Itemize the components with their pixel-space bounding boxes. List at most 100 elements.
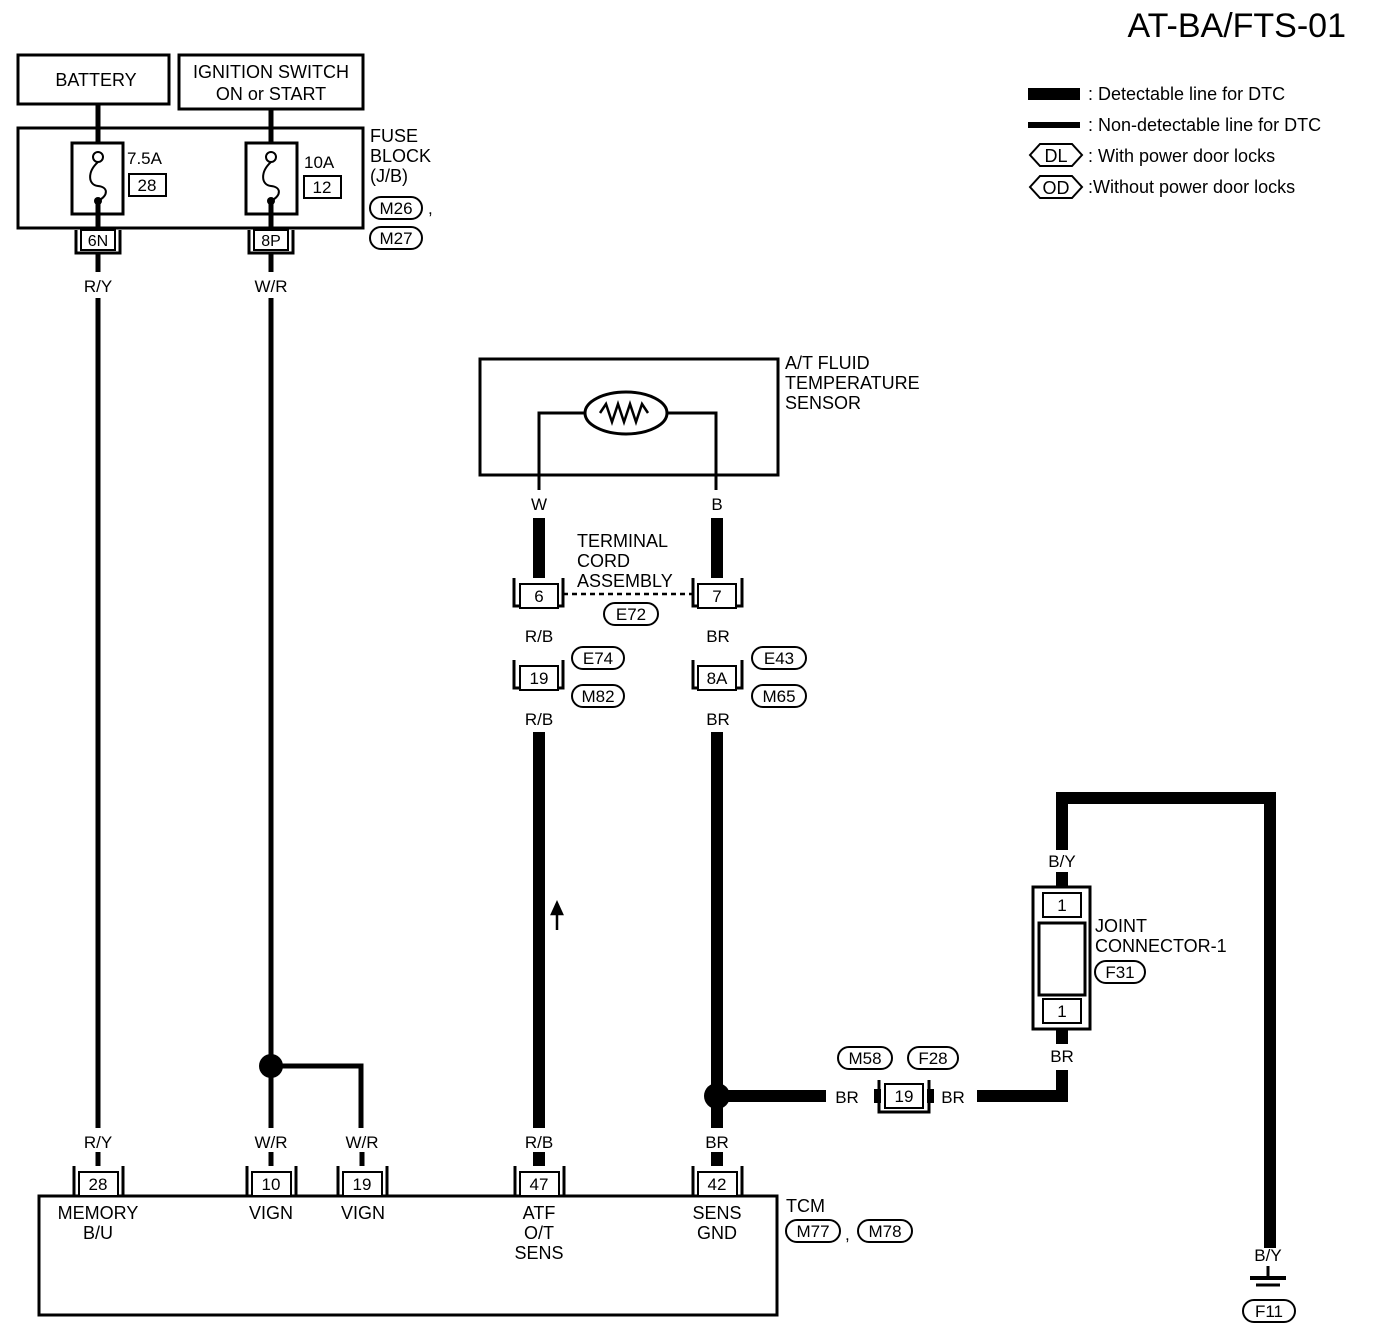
tcm-vign-label-2: VIGN	[341, 1203, 385, 1223]
e74-conn: E74	[583, 649, 613, 668]
f28-conn-shape	[907, 1046, 959, 1070]
m77-conn: M77	[796, 1222, 829, 1241]
wire-label-rb-2: R/B	[525, 710, 553, 729]
wire-label-ry-top: R/Y	[84, 277, 112, 296]
inline-connector-19: 19	[895, 1087, 914, 1106]
wire-label-br-branch-right: BR	[941, 1088, 965, 1107]
tcm-pin-42: 42	[708, 1175, 727, 1194]
fuse-1-element-icon	[89, 161, 107, 202]
tcm-box	[37, 1194, 779, 1317]
connector-19-box	[519, 665, 559, 691]
fuse-2-top-terminal	[265, 151, 277, 163]
tcm-pin-47-box	[519, 1171, 560, 1197]
connector-19: 19	[530, 669, 549, 688]
wire-label-wr-top: W/R	[254, 277, 287, 296]
od-tag-text: OD	[1043, 178, 1070, 198]
terminal-6-box	[519, 583, 559, 609]
m78-conn: M78	[868, 1222, 901, 1241]
legend-detectable-swatch	[1028, 88, 1080, 100]
wire-label-br-joint: BR	[1050, 1047, 1074, 1066]
thermistor-icon	[583, 390, 669, 436]
sensor-label-2: TEMPERATURE	[785, 373, 920, 393]
tcm-pin-42-box	[697, 1171, 738, 1197]
legend: : Detectable line for DTC : Non-detectab…	[1028, 84, 1321, 199]
joint-connector-bottom-pin: 1	[1057, 1002, 1066, 1021]
joint-connector-bottom-pin-box	[1042, 998, 1082, 1024]
wire-br-to-joint	[977, 1070, 1068, 1102]
wire-label-br-branch-left: BR	[835, 1088, 859, 1107]
f11-conn: F11	[1255, 1302, 1283, 1321]
terminal-8p-box	[253, 229, 289, 251]
battery-box	[16, 53, 171, 106]
inline-connector-19-housing	[877, 1080, 931, 1114]
tcm-sens-label-2: GND	[697, 1223, 737, 1243]
sensor-label-1: A/T FLUID	[785, 353, 870, 373]
m77-conn-shape	[785, 1219, 841, 1243]
tcm-memory-label-1: MEMORY	[58, 1203, 139, 1223]
joint-connector-top-pin-box	[1042, 892, 1082, 918]
dl-tag-shape	[1028, 143, 1084, 167]
joint-connector-label-1: JOINT	[1095, 916, 1147, 936]
legend-detectable-label: : Detectable line for DTC	[1088, 84, 1285, 104]
tcm-comma: ,	[845, 1225, 850, 1244]
wire-by-loop	[1056, 792, 1276, 1248]
fuse-2-amp: 10A	[304, 153, 335, 172]
sensor-internal-wire	[537, 411, 718, 475]
legend-non-detectable-label: : Non-detectable line for DTC	[1088, 115, 1321, 135]
legend-non-detectable-swatch	[1028, 122, 1080, 128]
connector-8a: 8A	[707, 669, 728, 688]
terminal-cord-label-1: TERMINAL	[577, 531, 668, 551]
terminal-6n: 6N	[88, 233, 108, 250]
e72-conn: E72	[616, 605, 646, 624]
m78-conn-shape	[857, 1219, 913, 1243]
wire-label-ry-bottom: R/Y	[84, 1133, 112, 1152]
tcm-atf-label-2: O/T	[524, 1223, 554, 1243]
m65-conn: M65	[762, 687, 795, 706]
f31-conn: F31	[1105, 963, 1134, 982]
legend-od-label: :Without power door locks	[1088, 177, 1295, 197]
tcm-atf-label-1: ATF	[523, 1203, 556, 1223]
fuse-block-label-2: BLOCK	[370, 146, 431, 166]
tcm-label: TCM	[786, 1196, 825, 1216]
wire-label-wr-pin10: W/R	[254, 1133, 287, 1152]
battery-label: BATTERY	[55, 70, 136, 90]
fuse-1-number-box	[128, 173, 167, 197]
wire-label-rb-tcm: R/B	[525, 1133, 553, 1152]
ignition-label-1: IGNITION SWITCH	[193, 62, 349, 82]
fuse-block-conn-1: M26	[379, 199, 412, 218]
joint-connector-top-pin: 1	[1057, 896, 1066, 915]
wire-label-br-1: BR	[706, 627, 730, 646]
tcm-sens-label-1: SENS	[692, 1203, 741, 1223]
inline-connector-19-box	[884, 1083, 924, 1109]
tcm-atf-label-3: SENS	[514, 1243, 563, 1263]
ignition-label-2: ON or START	[216, 84, 326, 104]
tcm-pin-47: 47	[530, 1175, 549, 1194]
od-tag-shape	[1028, 175, 1084, 199]
tcm-pin-19: 19	[353, 1175, 372, 1194]
e74-conn-shape	[571, 646, 625, 670]
tcm-pin-19-box	[342, 1171, 383, 1197]
wire-label-w: W	[531, 495, 547, 514]
joint-connector-bus	[1037, 921, 1087, 997]
e43-conn-shape	[751, 646, 807, 670]
f28-conn: F28	[918, 1049, 947, 1068]
wire-label-rb-1: R/B	[525, 627, 553, 646]
wire-label-br-2: BR	[706, 710, 730, 729]
terminal-cord-label-3: ASSEMBLY	[577, 571, 673, 591]
wire-label-br-tcm: BR	[705, 1133, 729, 1152]
fuse-block-conn-2-shape	[369, 226, 423, 250]
fuse-2-number: 12	[313, 178, 332, 197]
e72-conn-shape	[603, 602, 659, 626]
f31-conn-shape	[1094, 960, 1146, 984]
diagram-title: AT-BA/FTS-01	[1127, 7, 1346, 45]
tcm-pin-10-box	[251, 1171, 292, 1197]
terminal-6n-box	[80, 229, 116, 251]
m65-conn-shape	[751, 684, 807, 708]
terminal-8p: 8P	[261, 233, 281, 250]
dl-tag-text: DL	[1044, 146, 1067, 166]
terminal-7-box	[697, 583, 737, 609]
wire-wr-branch	[271, 1063, 364, 1128]
m82-conn: M82	[581, 687, 614, 706]
fuse-1-amp: 7.5A	[127, 149, 163, 168]
